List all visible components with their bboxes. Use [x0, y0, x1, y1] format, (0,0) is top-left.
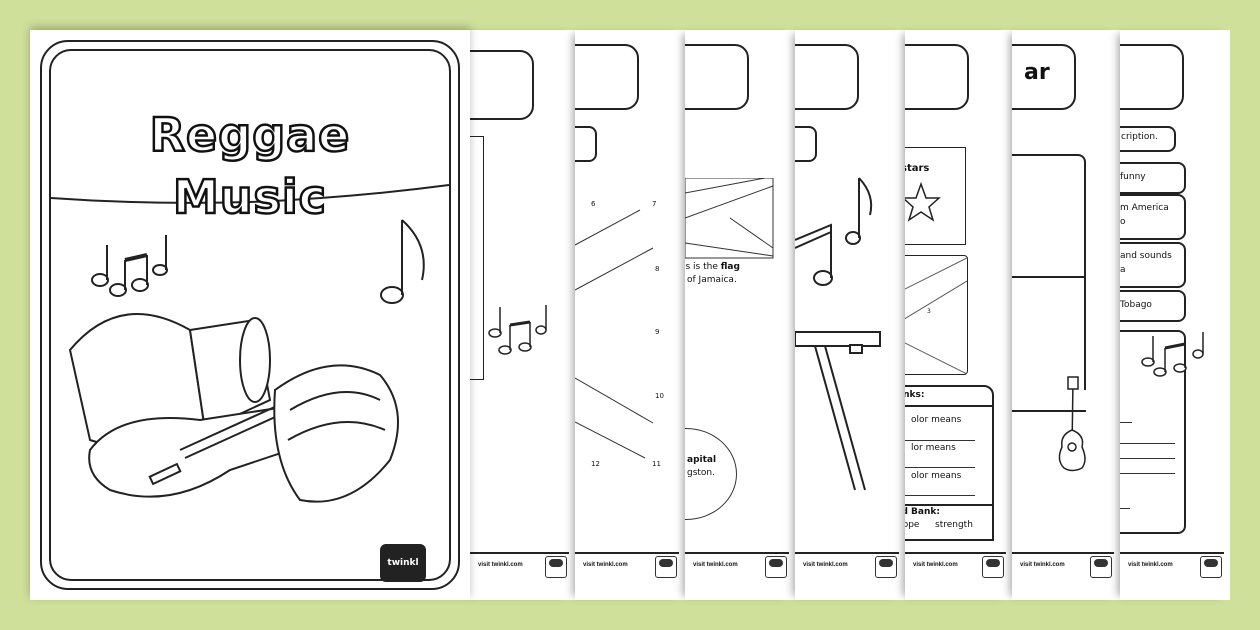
option-text: funny: [1120, 172, 1146, 182]
footer-divider: [470, 552, 569, 554]
footer-divider: [795, 552, 899, 554]
footer-url: visit twinkl.com: [583, 562, 628, 568]
footer-divider: [685, 552, 789, 554]
answer-line[interactable]: [1120, 443, 1175, 444]
answer-line[interactable]: [905, 467, 975, 468]
dot-label: 12: [591, 460, 600, 468]
letter-grid: s o j f x t u a e e d l: [470, 136, 484, 380]
option-card[interactable]: funny: [1120, 162, 1186, 194]
cover-page: Reggae Music twinkl: [30, 30, 470, 600]
dot-label: 10: [655, 392, 664, 400]
footer-url: visit twinkl.com: [803, 562, 848, 568]
music-notes-icon: [488, 305, 547, 355]
flag-number: 3: [927, 308, 931, 315]
page-title-fragment: ar: [1024, 60, 1050, 85]
dot-label: 11: [652, 460, 661, 468]
star-icon: [905, 182, 941, 222]
dot-label: 7: [652, 200, 657, 208]
music-notes-icon: [91, 219, 425, 304]
stars-box: stars: [905, 147, 966, 245]
twinkl-logo: [875, 556, 897, 578]
cover-title-line2: Music: [172, 169, 327, 226]
option-text: Tobago: [1120, 300, 1152, 310]
blanks-heading: anks:: [905, 390, 925, 400]
option-card[interactable]: and sounds a: [1120, 242, 1186, 288]
footer-divider: [1012, 552, 1114, 554]
answer-line[interactable]: [905, 440, 975, 441]
dot-label: 8: [655, 265, 660, 273]
option-card[interactable]: Tobago: [1120, 290, 1186, 322]
subtitle-box: [795, 126, 817, 162]
answer-line[interactable]: [1120, 508, 1130, 509]
dot-label: 9: [655, 328, 660, 336]
instruction-text: cription.: [1121, 132, 1158, 142]
twinkl-logo: [655, 556, 677, 578]
fill-in-blanks-box: anks: olor means lor means olor means rd…: [905, 385, 994, 541]
answer-line[interactable]: [905, 495, 975, 496]
worksheet-page-2: s o j f x t u a e e d l visit twinkl.com: [470, 30, 575, 600]
dot-label: 6: [591, 200, 596, 208]
worksheet-page-5: visit twinkl.com: [795, 30, 905, 600]
flag-caption: is is the flag: [685, 262, 740, 272]
flag-caption-line2: of Jamaica.: [687, 275, 737, 285]
cover-title-line1: Reggae: [148, 107, 351, 164]
title-box: [795, 44, 859, 110]
footer-url: visit twinkl.com: [693, 562, 738, 568]
writing-box: [1120, 330, 1186, 534]
option-text: and sounds a: [1120, 251, 1172, 275]
twinkl-logo: [545, 556, 567, 578]
subtitle-box: [575, 126, 597, 162]
capital-text: apital: [687, 455, 717, 465]
worksheet-page-3: 6 7 8 9 10 11 12 visit twinkl.com: [575, 30, 685, 600]
footer-divider: [905, 552, 1006, 554]
footer-url: visit twinkl.com: [1128, 562, 1173, 568]
music-notes-icon: [1141, 332, 1204, 377]
cover-outer-frame: [40, 40, 460, 590]
twinkl-logo: [982, 556, 1004, 578]
flag-color-box: 3: [905, 255, 968, 375]
word-bank-word: hope: [905, 520, 920, 530]
worksheet-page-8: cription. funny m America o and sounds a…: [1120, 30, 1230, 600]
footer-divider: [1120, 552, 1224, 554]
worksheet-page-7: ar visit twinkl.com: [1012, 30, 1120, 600]
footer-url: visit twinkl.com: [1020, 562, 1065, 568]
capital-text-line2: gston.: [687, 468, 716, 478]
twinkl-logo: [1200, 556, 1222, 578]
keyboard-and-notes-illustration: [795, 177, 881, 491]
footer-divider: [575, 552, 679, 554]
title-box: [575, 44, 639, 110]
twinkl-logo: [765, 556, 787, 578]
dot-to-dot-lines: [575, 209, 654, 459]
blank-sentence-1: olor means: [911, 415, 962, 425]
worksheet-page-4: is is the flag of Jamaica. apital gston.…: [685, 30, 795, 600]
twinkl-logo: twinkl: [380, 544, 426, 582]
word-bank-heading: rd Bank:: [905, 507, 940, 517]
word-bank-word: strength: [935, 520, 973, 530]
worksheet-page-6: stars 3 anks: olor means lor means olor …: [905, 30, 1012, 600]
title-box: [1120, 44, 1184, 110]
stars-label: stars: [905, 163, 930, 174]
footer-url: visit twinkl.com: [478, 562, 523, 568]
title-box: ar: [1012, 44, 1076, 110]
title-box: [470, 50, 534, 120]
title-box: [685, 44, 749, 110]
option-card[interactable]: m America o: [1120, 194, 1186, 240]
cover-illustration: [50, 184, 450, 503]
drums-and-guitar-icon: [68, 313, 399, 503]
jamaica-flag-outline: [685, 178, 774, 259]
footer-url: visit twinkl.com: [913, 562, 958, 568]
flag-outline: [905, 257, 968, 375]
answer-line[interactable]: [1120, 473, 1175, 474]
answer-line[interactable]: [1120, 458, 1175, 459]
guitar-icon: [1058, 376, 1086, 472]
blank-sentence-3: olor means: [911, 471, 962, 481]
description-box: [1012, 154, 1086, 278]
option-text: m America o: [1120, 203, 1169, 227]
answer-line[interactable]: [1120, 422, 1132, 423]
twinkl-logo: [1090, 556, 1112, 578]
blank-sentence-2: lor means: [911, 443, 956, 453]
cover-inner-frame: [49, 49, 451, 581]
title-box: [905, 44, 969, 110]
instruction-box: cription.: [1120, 126, 1176, 152]
